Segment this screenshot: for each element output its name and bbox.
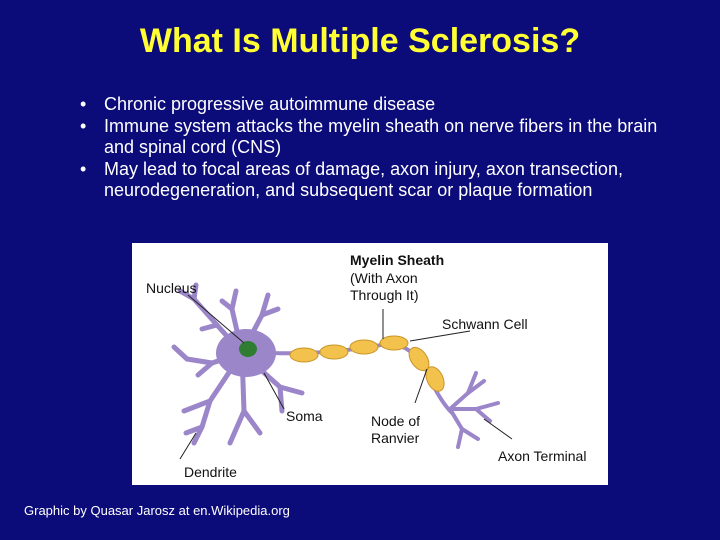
axon-terminal-branches	[448, 371, 500, 449]
bullet-dot: •	[80, 94, 87, 114]
image-credit: Graphic by Quasar Jarosz at en.Wikipedia…	[24, 503, 290, 518]
bullet-item: • Chronic progressive autoimmune disease	[76, 94, 686, 115]
label-schwann-cell: Schwann Cell	[442, 316, 528, 332]
bullet-dot: •	[80, 116, 87, 136]
label-dendrite: Dendrite	[184, 464, 237, 480]
bullet-text: Chronic progressive autoimmune disease	[104, 94, 436, 114]
label-axon-terminal: Axon Terminal	[498, 448, 587, 464]
label-nucleus: Nucleus	[146, 280, 197, 296]
bullet-item: • May lead to focal areas of damage, axon…	[76, 159, 686, 201]
bullet-item: • Immune system attacks the myelin sheath…	[76, 116, 686, 158]
neuron-figure: Nucleus Myelin Sheath (With Axon Through…	[132, 243, 608, 485]
myelin-segments	[289, 335, 445, 392]
label-myelin-sheath: Myelin Sheath	[350, 252, 445, 268]
label-soma: Soma	[286, 408, 323, 424]
slide-title: What Is Multiple Sclerosis?	[139, 22, 581, 60]
pointer-lines	[179, 294, 513, 460]
label-myelin-sub: (With Axon Through It)	[350, 270, 419, 303]
bullet-text: May lead to focal areas of damage, axon …	[104, 159, 623, 200]
nucleus-shape	[239, 341, 257, 357]
neuron-illustration	[171, 282, 513, 460]
bullet-dot: •	[80, 159, 87, 179]
bullet-list: •Chronic progressive autoimmune disease …	[76, 94, 686, 202]
bullet-text: Immune system attacks the myelin sheath …	[104, 116, 658, 157]
label-node-of-ranvier: Node of Ranvier	[371, 413, 421, 446]
